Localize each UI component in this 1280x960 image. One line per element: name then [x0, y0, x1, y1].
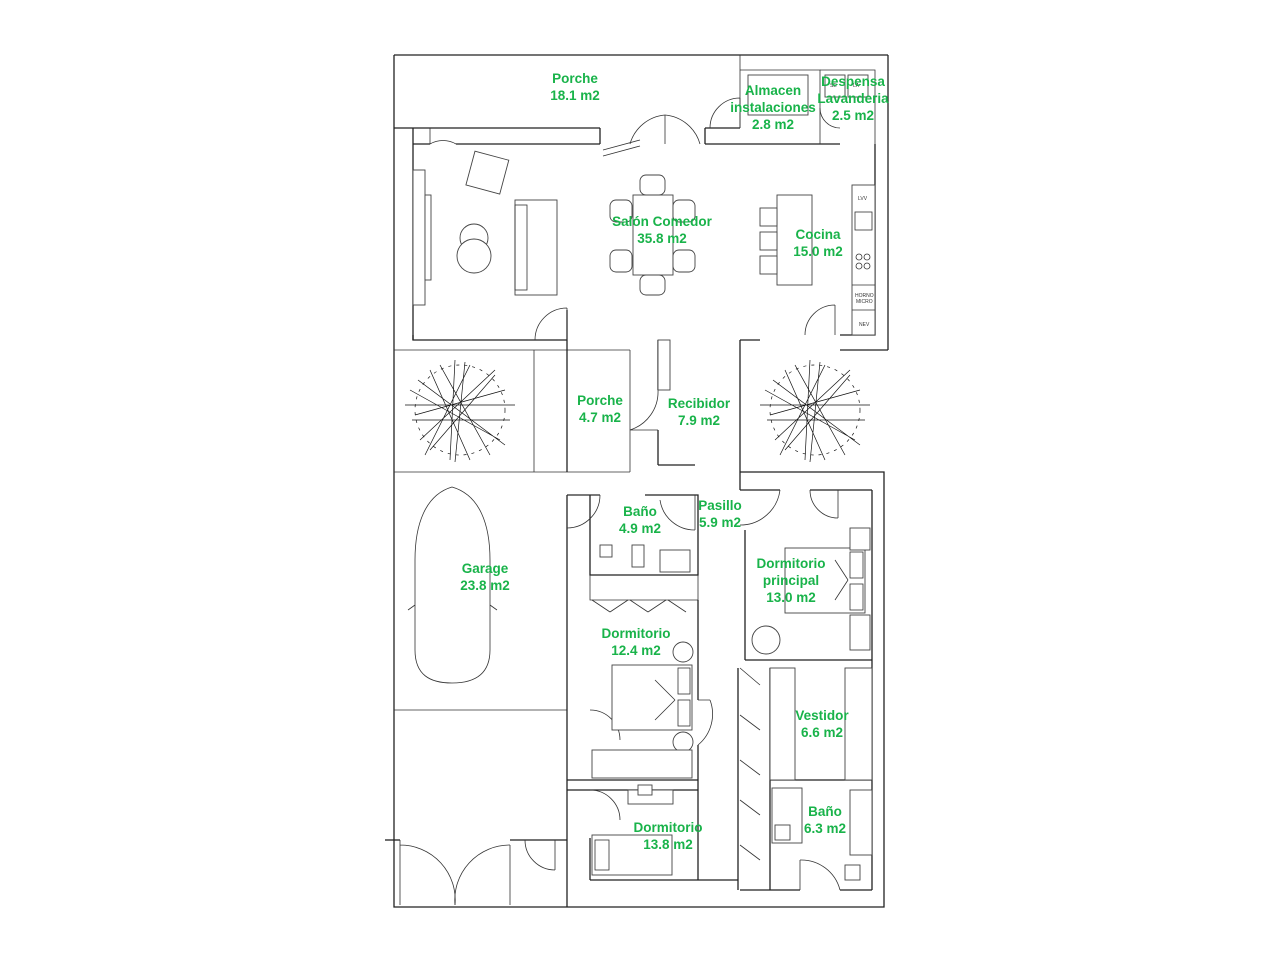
room-name: Baño	[623, 504, 657, 519]
room-label-bano-2: Baño 6.3 m2	[804, 803, 846, 837]
room-area: 23.8 m2	[460, 578, 510, 593]
micro-label: MICRO	[856, 299, 873, 305]
appliance-labels: LVV HORNO MICRO NEV SE LA	[830, 83, 874, 328]
room-name: Dormitorio	[601, 626, 671, 641]
room-name: Dormitorio	[633, 820, 703, 835]
room-label-pasillo: Pasillo 5.9 m2	[698, 497, 742, 531]
room-name-line2: Lavanderia	[817, 91, 889, 106]
nevera-label: NEV	[859, 322, 870, 328]
room-label-dormitorio-1: Dormitorio 12.4 m2	[602, 625, 671, 659]
room-label-porche-entrada: Porche 4.7 m2	[577, 392, 623, 426]
room-name: Despensa	[821, 74, 885, 89]
room-label-cocina: Cocina 15.0 m2	[793, 226, 843, 260]
room-label-despensa: Despensa Lavanderia 2.5 m2	[817, 73, 888, 124]
room-name: Dormitorio	[756, 556, 826, 571]
room-label-salon: Salón Comedor 35.8 m2	[612, 213, 712, 247]
room-area: 4.7 m2	[578, 410, 622, 425]
room-name: Salón Comedor	[612, 214, 712, 229]
room-name: Pasillo	[698, 498, 742, 513]
horno-label: HORNO	[855, 293, 874, 299]
room-label-garage: Garage 23.8 m2	[460, 560, 510, 594]
room-area: 2.5 m2	[831, 108, 875, 123]
room-area: 4.9 m2	[618, 521, 662, 536]
room-name: Baño	[808, 804, 842, 819]
furniture	[412, 74, 876, 881]
room-label-bano-1: Baño 4.9 m2	[619, 503, 661, 537]
room-area: 6.6 m2	[800, 725, 844, 740]
secadora-label: SE	[830, 83, 837, 89]
room-area: 2.8 m2	[751, 117, 795, 132]
room-label-vestidor: Vestidor 6.6 m2	[795, 707, 848, 741]
room-name: Garage	[461, 561, 509, 576]
room-name-line2: principal	[762, 573, 820, 588]
room-area: 5.9 m2	[698, 515, 742, 530]
lavadora-label: LA	[853, 83, 860, 89]
room-label-dormitorio-2: Dormitorio 13.8 m2	[634, 819, 703, 853]
room-label-recibidor: Recibidor 7.9 m2	[668, 395, 730, 429]
room-area: 13.8 m2	[643, 837, 693, 852]
lvv-label: LVV	[858, 196, 868, 202]
room-name: Cocina	[795, 227, 841, 242]
room-name: Porche	[577, 393, 623, 408]
room-name-line2: instalaciones	[730, 100, 816, 115]
doors	[385, 97, 841, 906]
car-outline	[407, 486, 498, 684]
exterior-walls	[393, 54, 889, 908]
tree-left	[405, 359, 515, 463]
room-area: 7.9 m2	[677, 413, 721, 428]
room-label-porche-norte: Porche 18.1 m2	[550, 70, 600, 104]
room-area: 35.8 m2	[637, 231, 687, 246]
room-name: Vestidor	[795, 708, 849, 723]
room-area: 6.3 m2	[803, 821, 847, 836]
room-area: 13.0 m2	[766, 590, 816, 605]
room-area: 12.4 m2	[611, 643, 661, 658]
room-label-dormitorio-principal: Dormitorio principal 13.0 m2	[757, 555, 826, 606]
room-label-almacen: Almacen instalaciones 2.8 m2	[730, 82, 816, 133]
tree-right	[760, 359, 870, 463]
room-name: Almacen	[744, 83, 802, 98]
room-area: 18.1 m2	[550, 88, 600, 103]
room-area: 15.0 m2	[793, 244, 843, 259]
room-name: Recibidor	[667, 396, 731, 411]
room-name: Porche	[552, 71, 598, 86]
